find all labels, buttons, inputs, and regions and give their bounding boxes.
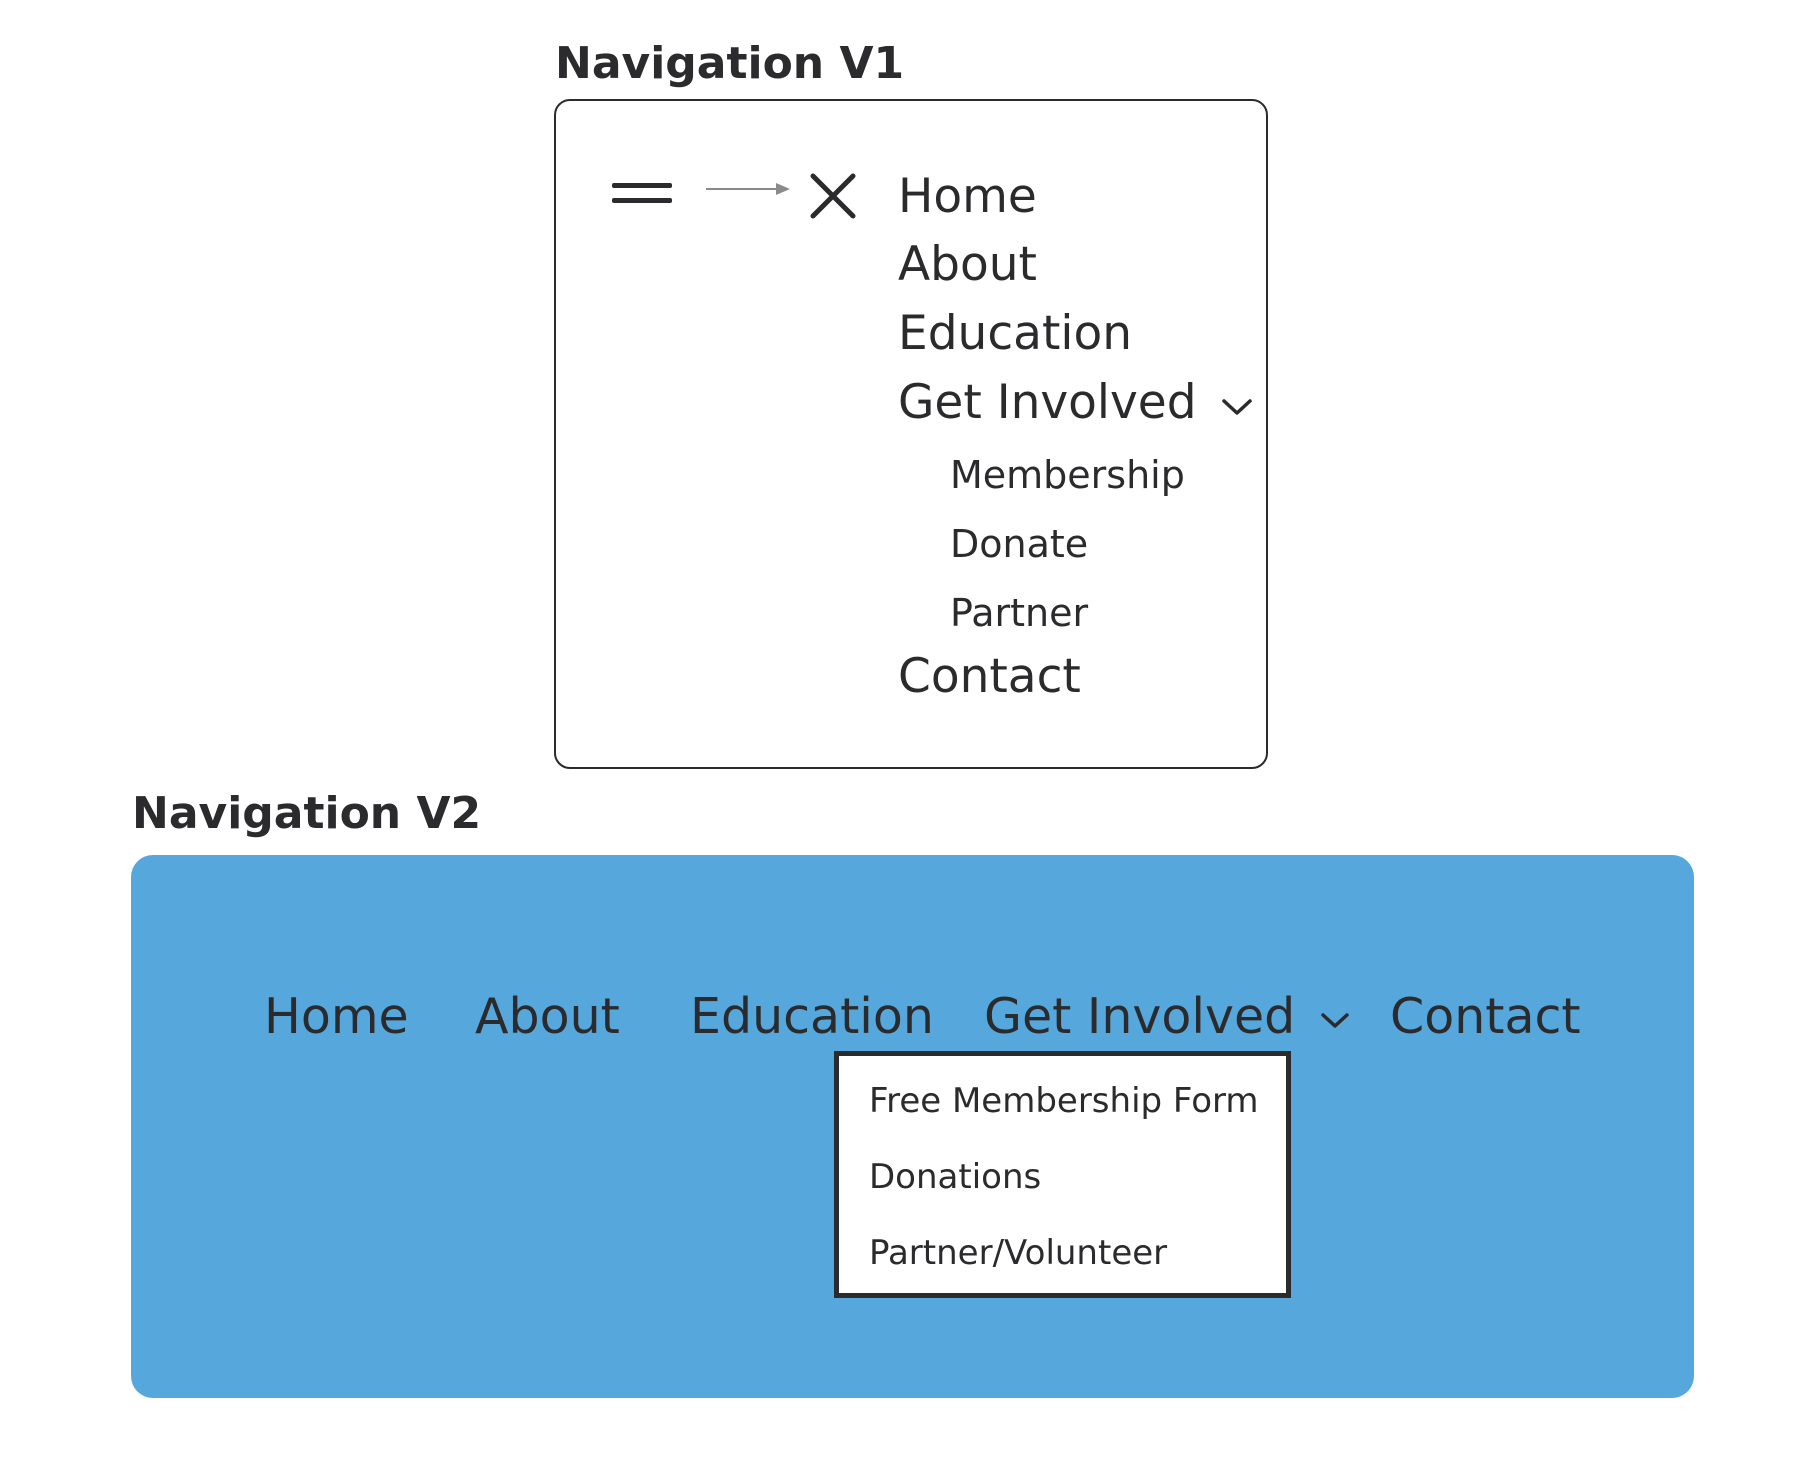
navigation-v2-title: Navigation V2 [132, 788, 482, 839]
v2-get-involved-label: Get Involved [984, 988, 1296, 1045]
v1-menu-item-education[interactable]: Education [898, 306, 1132, 361]
navigation-v2-bar: Home About Education Get Involved Contac… [131, 855, 1694, 1398]
close-icon[interactable] [810, 173, 856, 219]
v2-nav-item-about[interactable]: About [475, 988, 620, 1045]
hamburger-icon[interactable] [612, 179, 672, 209]
get-involved-dropdown: Free Membership Form Donations Partner/V… [834, 1051, 1291, 1298]
chevron-down-icon [1321, 1012, 1349, 1028]
v1-submenu-item-partner[interactable]: Partner [950, 591, 1089, 635]
v1-menu-item-about[interactable]: About [898, 237, 1037, 292]
hamburger-line [612, 198, 672, 203]
v2-nav-item-contact[interactable]: Contact [1390, 988, 1581, 1045]
navigation-v1-panel: Home About Education Get Involved Member… [554, 99, 1268, 769]
v1-get-involved-label: Get Involved [898, 375, 1197, 430]
dropdown-item-free-membership-form[interactable]: Free Membership Form [869, 1081, 1259, 1121]
v1-submenu-item-membership[interactable]: Membership [950, 453, 1185, 497]
dropdown-item-partner-volunteer[interactable]: Partner/Volunteer [869, 1233, 1168, 1273]
v2-nav-item-get-involved[interactable]: Get Involved [984, 992, 1351, 1041]
dropdown-item-donations[interactable]: Donations [869, 1157, 1042, 1197]
v2-nav-item-home[interactable]: Home [264, 988, 409, 1045]
arrow-right-icon [706, 183, 790, 195]
v1-menu-item-home[interactable]: Home [898, 169, 1037, 224]
v1-menu-item-get-involved[interactable]: Get Involved [898, 379, 1254, 426]
v2-nav-item-education[interactable]: Education [690, 988, 934, 1045]
chevron-down-icon [1221, 398, 1252, 415]
v1-menu-item-contact[interactable]: Contact [898, 649, 1081, 704]
v1-submenu-item-donate[interactable]: Donate [950, 522, 1089, 566]
hamburger-line [612, 183, 672, 188]
navigation-v1-title: Navigation V1 [555, 38, 905, 89]
